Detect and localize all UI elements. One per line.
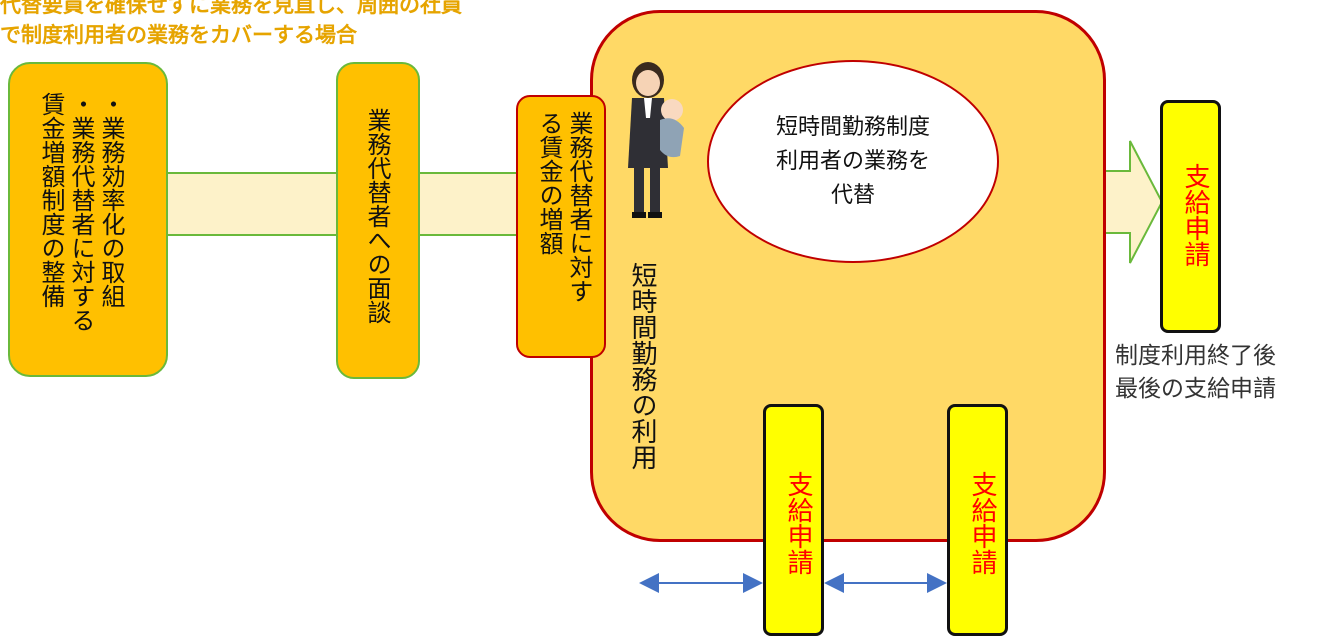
box1-line-3: 賃金増額制度の整備 <box>37 92 65 308</box>
apply-box-final: 支給申請 <box>1160 100 1221 333</box>
apply-label-1: 支給申請 <box>783 471 813 575</box>
diagram-title: 代替要員を確保せずに業務を見直し、周囲の社員 で制度利用者の業務をカバーする場合 <box>0 0 462 50</box>
ellipse-line-2: 利用者の業務を <box>775 148 930 174</box>
wage-increase-box: 業務代替者に対す る賃金の増額 <box>516 95 606 358</box>
apply-label-2: 支給申請 <box>967 471 997 575</box>
efficiency-box: ・業務効率化の取組 ・業務代替者に対する 賃金増額制度の整備 <box>8 62 168 377</box>
ellipse-line-1: 短時間勤務制度 <box>775 114 930 140</box>
title-line-2: で制度利用者の業務をカバーする場合 <box>0 23 357 47</box>
mother-with-baby-icon <box>628 62 684 218</box>
box3-line-1: 業務代替者に対す <box>565 111 593 303</box>
title-line-1: 代替要員を確保せずに業務を見直し、周囲の社員 <box>0 0 462 17</box>
box1-line-1: ・業務効率化の取組 <box>97 92 125 308</box>
apply-box-1: 支給申請 <box>763 404 824 636</box>
interview-box: 業務代替者への面談 <box>336 62 420 379</box>
apply-box-2: 支給申請 <box>947 404 1008 636</box>
ellipse-line-3: 代替 <box>830 182 875 208</box>
substitution-ellipse: 短時間勤務制度 利用者の業務を 代替 <box>707 60 999 263</box>
note-line-1: 制度利用終了後 <box>1115 343 1276 369</box>
note-line-2: 最後の支給申請 <box>1115 376 1276 402</box>
box1-line-2: ・業務代替者に対する <box>67 92 95 332</box>
box3-line-2: る賃金の増額 <box>535 111 563 255</box>
short-time-work-label: 短時間勤務の利用 <box>627 262 657 470</box>
final-application-note: 制度利用終了後 最後の支給申請 <box>1115 340 1276 406</box>
box2-label: 業務代替者への面談 <box>363 108 391 324</box>
apply-label-final: 支給申請 <box>1180 163 1210 267</box>
